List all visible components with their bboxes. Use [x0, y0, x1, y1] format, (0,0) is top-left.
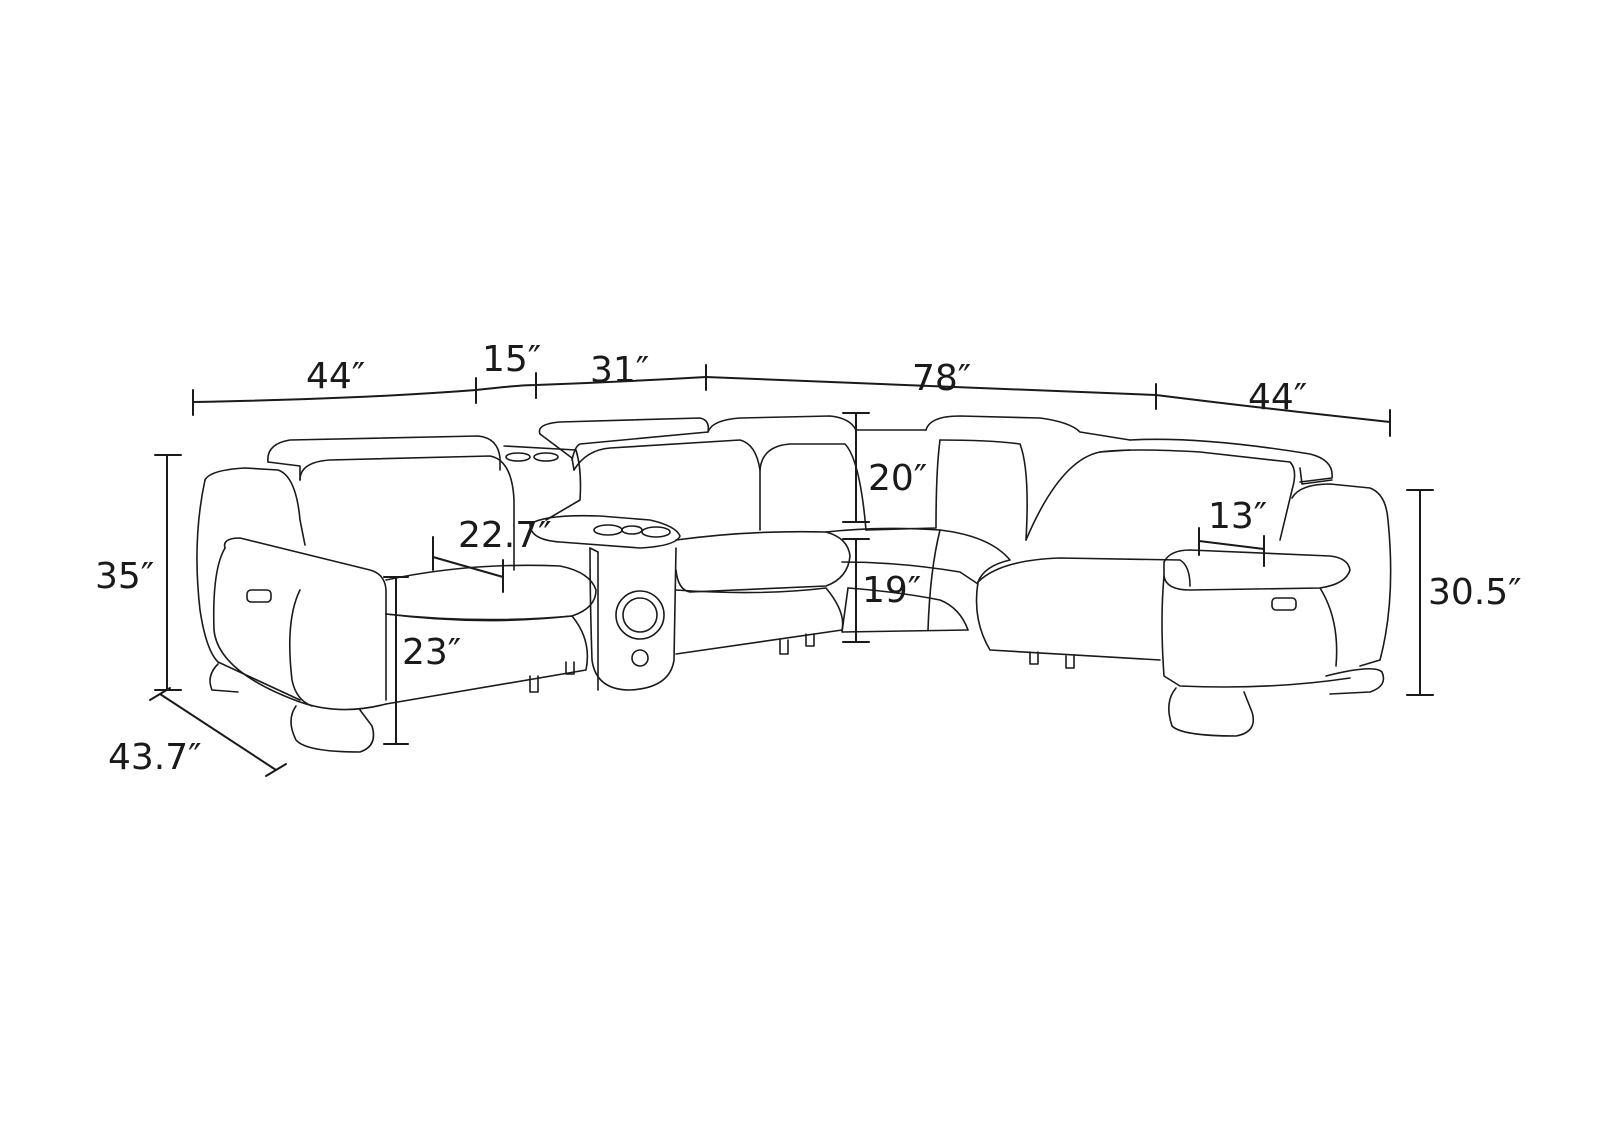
left-arm-front	[212, 547, 387, 711]
corner-back-1	[759, 443, 867, 531]
console-side	[589, 547, 599, 691]
right-headrest-front	[1299, 467, 1333, 485]
label-center-seat-height: 19″	[862, 570, 921, 611]
armless-seat-front	[675, 587, 844, 655]
left-backrest	[299, 455, 515, 571]
right-outer-arm	[1291, 483, 1392, 667]
right-seat-front	[975, 581, 1161, 661]
corner-back-3	[939, 439, 1028, 541]
left-remote-button	[246, 589, 272, 603]
corner-back-2	[865, 439, 941, 531]
label-armless-width: 31″	[590, 350, 649, 391]
left-leg-back	[209, 663, 239, 693]
left-seat-leg-2	[565, 661, 575, 675]
right-arm-front	[1161, 575, 1351, 688]
left-leg-front	[290, 705, 375, 753]
console-armrest	[529, 514, 681, 549]
right-leg-front	[1168, 687, 1255, 737]
console-cup-2	[621, 525, 643, 535]
label-seat-depth: 22.7″	[458, 515, 552, 556]
right-seat-leg-1	[1029, 651, 1039, 665]
console-speaker-small	[631, 649, 649, 667]
left-seat-leg	[529, 675, 539, 693]
corner-front	[847, 587, 969, 631]
left-headrest	[267, 435, 501, 471]
right-seat-cushion	[977, 557, 1191, 587]
left-arm-inner	[288, 589, 313, 707]
console-cup-1	[593, 524, 623, 536]
top-width-line	[192, 375, 1391, 423]
arm-width-line	[1198, 540, 1265, 550]
armless-headrest	[538, 417, 710, 461]
label-depth: 43.7″	[108, 737, 202, 778]
right-backrest	[1099, 449, 1296, 541]
label-arm-width: 13″	[1208, 496, 1267, 537]
right-headrest	[1129, 438, 1333, 483]
left-outer-arm	[204, 467, 306, 546]
right-remote-button	[1271, 597, 1297, 611]
label-seat-height: 23″	[402, 632, 461, 673]
label-corner-span: 78″	[912, 358, 971, 399]
label-backrest-height: 20″	[868, 458, 927, 499]
left-headrest-lower	[267, 461, 301, 481]
corner-seat	[825, 527, 1011, 583]
dimension-lines	[149, 364, 1434, 777]
label-top-right-width: 44″	[1248, 377, 1307, 418]
corner-front-panel	[841, 587, 969, 633]
corner-headrest-right	[925, 415, 1131, 441]
armless-leg-1	[779, 639, 789, 655]
console-body	[589, 547, 677, 691]
right-leg-back	[1325, 668, 1385, 695]
depth-tick-1	[149, 687, 171, 701]
console-cup-back-2	[533, 452, 559, 462]
right-arm-top	[1163, 549, 1351, 591]
armless-backrest	[573, 439, 761, 531]
armless-leg-2	[805, 633, 815, 647]
left-arm-top	[223, 537, 387, 701]
depth-line	[159, 693, 277, 771]
console-speaker-outer	[615, 590, 665, 640]
label-arm-height-right: 30.5″	[1428, 572, 1522, 613]
dimension-labels: 44″ 15″ 31″ 78″ 44″ 35″ 43.7″ 22.7″ 23″ …	[95, 339, 1522, 778]
corner-back-4	[1025, 449, 1131, 541]
sofa-outline	[196, 415, 1392, 753]
seat-depth-line	[432, 556, 504, 578]
console-cup-back-1	[505, 452, 531, 462]
console-back	[503, 445, 582, 521]
armless-seat	[675, 530, 851, 593]
corner-divider	[927, 529, 941, 631]
console-cup-3	[641, 526, 671, 538]
console-speaker-inner	[622, 597, 658, 633]
depth-tick-2	[265, 763, 287, 777]
label-overall-height-left: 35″	[95, 556, 154, 597]
corner-headrest-left	[707, 415, 857, 433]
left-outer-arm-body	[196, 479, 301, 701]
right-seat-leg-2	[1065, 655, 1075, 669]
armless-headrest-left	[539, 433, 575, 471]
left-seat-cushion	[385, 564, 597, 622]
left-seat-front	[385, 613, 589, 705]
label-console-width: 15″	[482, 339, 541, 380]
right-arm-inner	[1319, 587, 1338, 667]
label-top-left-width: 44″	[306, 356, 365, 397]
